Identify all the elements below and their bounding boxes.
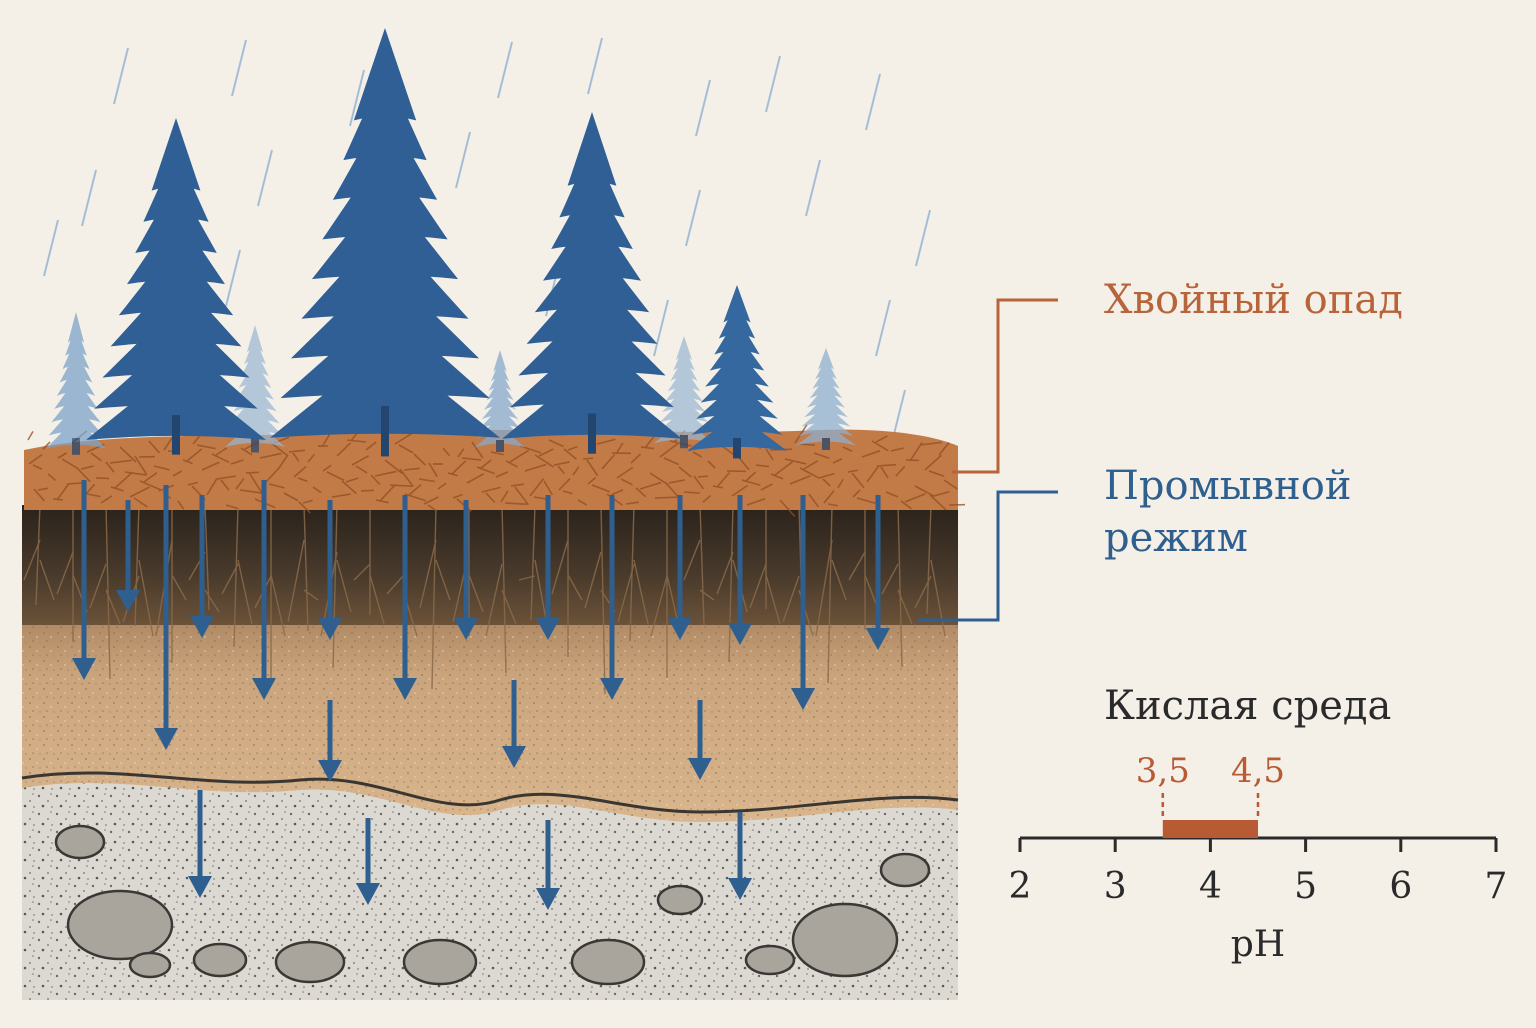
leaching-regime-label: Промывной режим [1104,460,1351,564]
ph-tick-label: 2 [1009,866,1032,907]
acid-medium-label: Кислая среда [1104,680,1391,732]
conifer-litter-label: Хвойный опад [1104,274,1403,326]
litter-callout-line [952,300,1058,472]
ph-range-high-label: 4,5 [1231,751,1285,791]
leaching-label-line-2: режим [1104,512,1351,564]
ph-tick-label: 4 [1199,866,1222,907]
acid-range-bar [1163,820,1258,838]
ph-scale: 2 3 4 5 6 7 3,5 4,5 pH [1009,751,1508,965]
ph-tick-label: 7 [1485,866,1508,907]
spruce-trees [46,28,856,458]
ph-tick-label: 3 [1104,866,1127,907]
leaching-label-line-1: Промывной [1104,460,1351,512]
ph-tick-label: 6 [1389,866,1412,907]
humus-layer [22,505,958,625]
ph-tick-label: 5 [1294,866,1317,907]
ph-axis-label: pH [1231,924,1285,965]
ph-range-low-label: 3,5 [1136,751,1190,791]
